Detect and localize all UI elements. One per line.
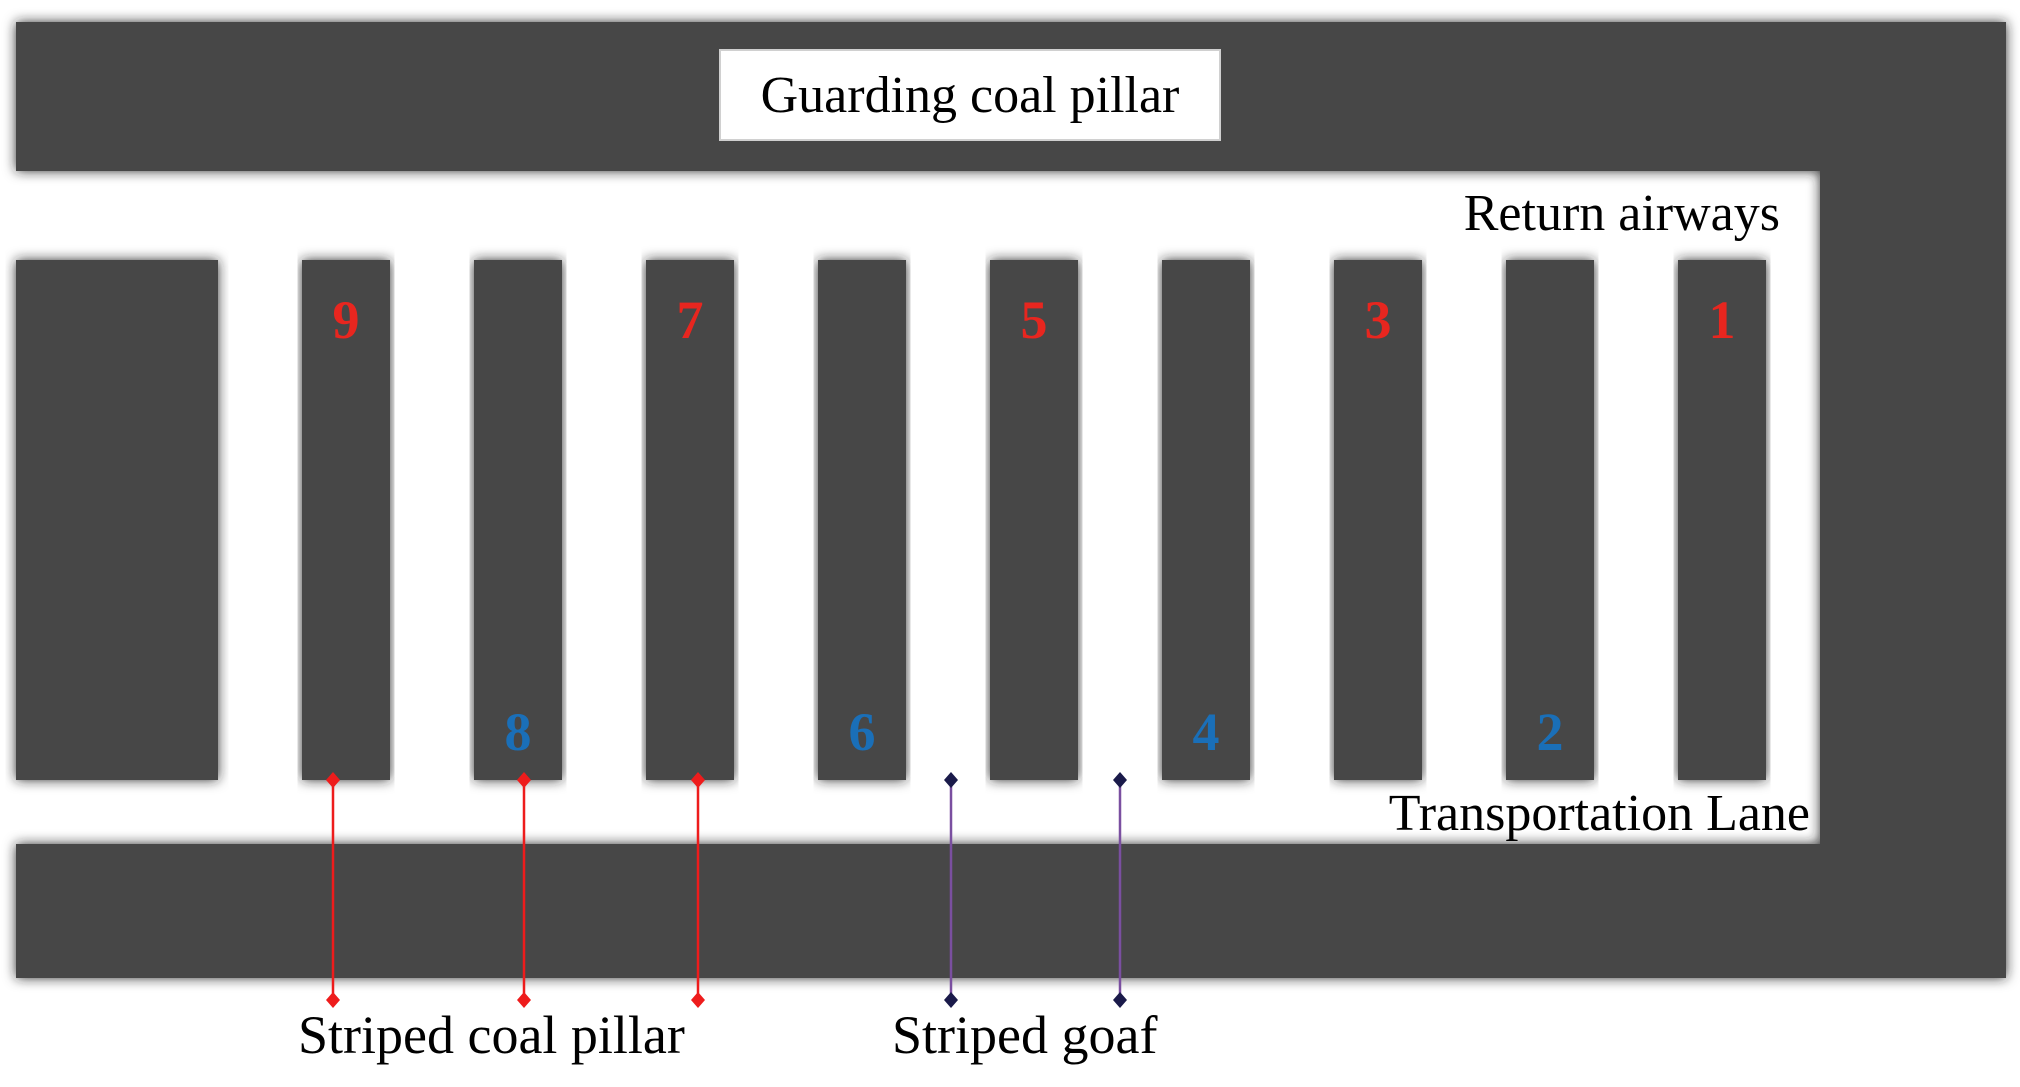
striped-coal-pillar-leader-3-top-marker [691, 772, 705, 788]
pillar-7-body [646, 260, 734, 780]
striped-goaf-leader-2-bottom-marker [1113, 992, 1127, 1008]
striped-coal-pillar-leader-1 [326, 772, 340, 1008]
left-coal-block [16, 260, 218, 780]
striped-goaf-leader-1-bottom-marker [944, 992, 958, 1008]
pillar-9-body [302, 260, 390, 780]
striped-goaf-label: Striped goaf [892, 1005, 1157, 1065]
striped-coal-pillar-leader-1-bottom-marker [326, 992, 340, 1008]
pillars: 9 8 7 6 5 4 3 2 1 [302, 260, 1766, 780]
guarding-coal-pillar-label-box: Guarding coal pillar [719, 49, 1221, 141]
striped-coal-pillar-leader-2 [517, 772, 531, 1008]
pillar-5-body [990, 260, 1078, 780]
striped-coal-pillar-leader-3-bottom-marker [691, 992, 705, 1008]
pillar-4-number: 4 [1193, 702, 1220, 762]
transportation-lane-label: Transportation Lane [1389, 785, 1810, 842]
pillar-5: 5 [990, 260, 1078, 780]
striped-goaf-leader-2 [1113, 772, 1127, 1008]
striped-coal-pillar-leader-2-top-marker [517, 772, 531, 788]
pillar-8-body [474, 260, 562, 780]
guarding-coal-pillar-region [16, 22, 2006, 978]
pillar-6: 6 [818, 260, 906, 780]
pillar-1: 1 [1678, 260, 1766, 780]
striped-goaf-leader-1 [944, 772, 958, 1008]
pillar-4-body [1162, 260, 1250, 780]
pillar-9-number: 9 [333, 290, 360, 350]
pillar-9: 9 [302, 260, 390, 780]
pillar-2: 2 [1506, 260, 1594, 780]
leaders [326, 772, 1127, 1008]
pillar-1-body [1678, 260, 1766, 780]
pillar-1-number: 1 [1709, 290, 1736, 350]
pillar-7-number: 7 [677, 290, 704, 350]
striped-coal-pillar-label: Striped coal pillar [298, 1005, 685, 1065]
return-airways-label: Return airways [1464, 185, 1780, 242]
guarding-coal-pillar-label: Guarding coal pillar [761, 67, 1180, 124]
striped-coal-pillar-leader-3 [691, 772, 705, 1008]
pillar-8-number: 8 [505, 702, 532, 762]
pillar-3: 3 [1334, 260, 1422, 780]
pillar-3-number: 3 [1365, 290, 1392, 350]
pillar-6-number: 6 [849, 702, 876, 762]
pillar-3-body [1334, 260, 1422, 780]
pillar-5-number: 5 [1021, 290, 1048, 350]
pillar-4: 4 [1162, 260, 1250, 780]
striped-coal-pillar-leader-2-bottom-marker [517, 992, 531, 1008]
pillar-7: 7 [646, 260, 734, 780]
striped-goaf-leader-1-top-marker [944, 772, 958, 788]
pillar-2-body [1506, 260, 1594, 780]
striped-coal-pillar-leader-1-top-marker [326, 772, 340, 788]
pillar-2-number: 2 [1537, 702, 1564, 762]
coal-body [16, 22, 2006, 978]
striped-goaf-leader-2-top-marker [1113, 772, 1127, 788]
pillar-8: 8 [474, 260, 562, 780]
pillar-6-body [818, 260, 906, 780]
